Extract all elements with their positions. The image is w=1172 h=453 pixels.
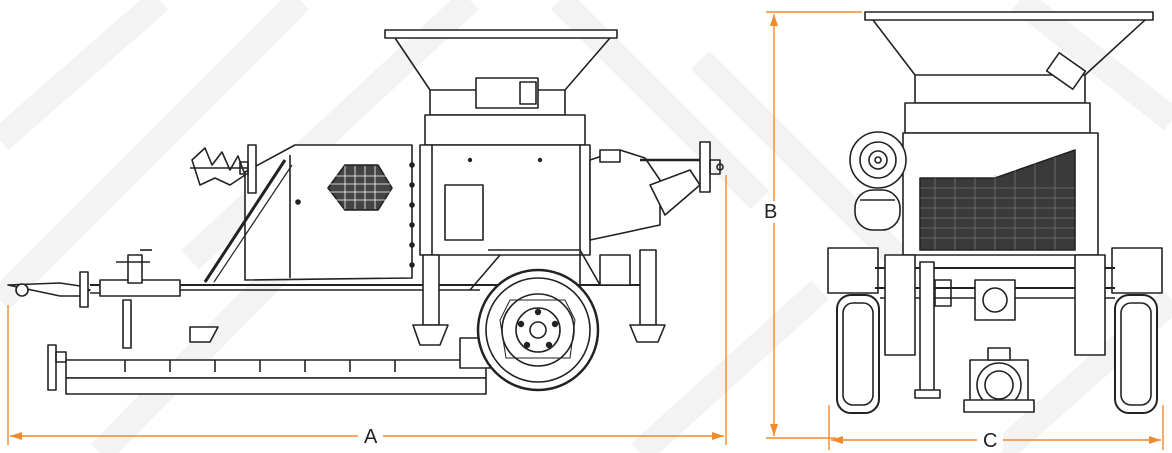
dimension-c-label: C (977, 430, 1004, 452)
front-wheels (836, 294, 1158, 414)
side-auger (190, 144, 257, 194)
dimension-b-line (766, 11, 862, 439)
dimension-b-label: B (758, 201, 784, 223)
side-hopper (384, 29, 618, 146)
side-view-drawing (7, 29, 724, 395)
dimension-a-label: A (358, 426, 384, 448)
side-lower-beam (47, 337, 491, 395)
side-jack-legs (412, 249, 666, 346)
front-auger-flange (849, 131, 907, 231)
front-bottom-pump (963, 347, 1035, 413)
side-wheel (476, 268, 600, 392)
front-chassis (827, 247, 1163, 399)
side-engine-cover (203, 144, 415, 283)
front-hopper (864, 11, 1154, 134)
front-main-body (902, 132, 1099, 256)
side-main-body (419, 144, 591, 300)
front-view-drawing (827, 11, 1163, 414)
side-discharge (589, 141, 724, 241)
